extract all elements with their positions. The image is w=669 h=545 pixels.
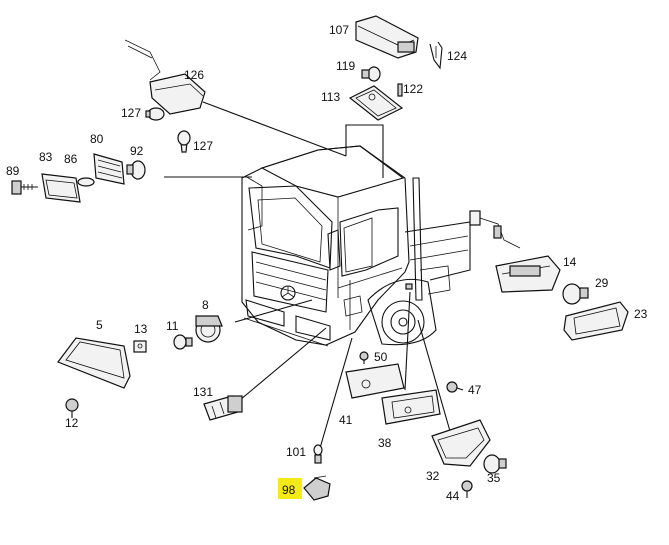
part-32-reverse-lamp[interactable]: [431, 419, 491, 467]
part-29-bulb[interactable]: [562, 283, 589, 305]
part-14-side-lamp[interactable]: [469, 210, 561, 293]
callout-label[interactable]: 8: [202, 298, 209, 312]
part-113-lamp-lens[interactable]: [348, 85, 404, 121]
part-80-lamp-lens[interactable]: [93, 153, 125, 185]
callout-label[interactable]: 38: [378, 436, 392, 450]
callout-label[interactable]: 126: [184, 68, 204, 82]
part-50-screw[interactable]: [359, 351, 369, 364]
part-41-plate[interactable]: [345, 363, 405, 399]
part-11-bulb[interactable]: [173, 334, 193, 350]
callout-label[interactable]: 47: [468, 383, 482, 397]
callout-label[interactable]: 101: [286, 445, 306, 459]
callout-label[interactable]: 92: [130, 144, 144, 158]
callout-label[interactable]: 13: [134, 322, 148, 336]
part-83-lamp-housing[interactable]: [41, 173, 81, 203]
callout-label[interactable]: 119: [336, 59, 355, 73]
callout-label[interactable]: 122: [403, 82, 423, 96]
part-35-bulb[interactable]: [483, 454, 507, 474]
callout-label[interactable]: 124: [447, 49, 467, 63]
part-47-screw[interactable]: [446, 381, 464, 393]
part-86-bulb[interactable]: [77, 177, 95, 187]
truck-illustration: [241, 145, 471, 347]
part-23-lens[interactable]: [563, 301, 629, 341]
callout-label[interactable]: 23: [634, 307, 648, 321]
callout-label[interactable]: 35: [487, 471, 501, 485]
callout-label[interactable]: 127: [193, 139, 213, 153]
leader-lines: [164, 101, 455, 456]
part-127-bulb-left[interactable]: [145, 107, 165, 121]
part-12-screw[interactable]: [65, 398, 79, 418]
part-89-screw[interactable]: [11, 180, 38, 195]
part-107-interior-lamp[interactable]: [355, 15, 419, 59]
part-126-lamp[interactable]: [124, 39, 206, 115]
callout-label[interactable]: 86: [64, 152, 78, 166]
callout-label[interactable]: 131: [193, 385, 213, 399]
callout-label[interactable]: 89: [6, 164, 20, 178]
part-122-bulb[interactable]: [397, 83, 403, 97]
part-124-clip[interactable]: [429, 41, 443, 70]
callout-label[interactable]: 29: [595, 276, 609, 290]
part-5-corner-lamp[interactable]: [57, 337, 131, 389]
part-92-bulb[interactable]: [126, 160, 146, 180]
part-44-screw[interactable]: [461, 480, 473, 498]
callout-label[interactable]: 32: [426, 469, 440, 483]
callout-label[interactable]: 41: [339, 413, 353, 427]
callout-label[interactable]: 83: [39, 150, 53, 164]
part-98-connector[interactable]: [303, 475, 331, 501]
callout-label[interactable]: 98: [282, 483, 296, 497]
part-119-bulb[interactable]: [361, 66, 381, 82]
callout-label[interactable]: 44: [446, 489, 460, 503]
callout-label[interactable]: 14: [563, 255, 577, 269]
callout-label[interactable]: 5: [96, 318, 103, 332]
part-8-lamp-socket[interactable]: [195, 315, 223, 343]
callout-label[interactable]: 50: [374, 350, 388, 364]
part-127-bulb-right[interactable]: [177, 130, 191, 153]
callout-labels: 89 83 86 80 92 127 126 127 107 124 119 1…: [6, 23, 648, 503]
part-38-gasket[interactable]: [381, 389, 441, 425]
callout-label[interactable]: 80: [90, 132, 104, 146]
callout-label[interactable]: 11: [166, 319, 179, 333]
part-13-clip[interactable]: [133, 340, 147, 353]
callout-label[interactable]: 107: [329, 23, 349, 37]
part-131-bulb-holder[interactable]: [203, 395, 243, 421]
callout-label[interactable]: 127: [121, 106, 141, 120]
callout-label[interactable]: 12: [65, 416, 79, 430]
part-101-bulb[interactable]: [313, 444, 323, 464]
highlight-box-98: [278, 478, 302, 499]
callout-label[interactable]: 113: [321, 90, 340, 104]
